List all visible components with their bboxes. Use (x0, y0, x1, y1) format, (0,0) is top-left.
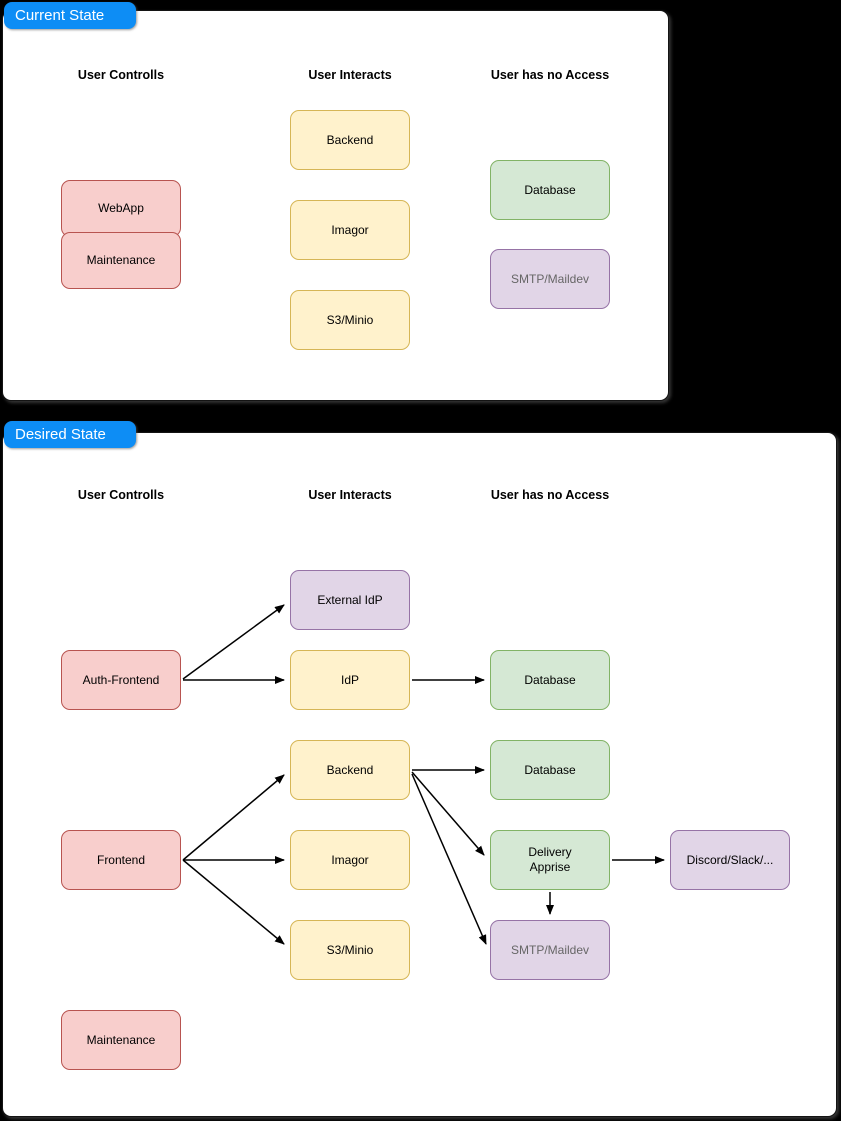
node-desired-external-idp: External IdP (290, 570, 410, 630)
desired-header-user-no-access: User has no Access (490, 488, 610, 502)
node-desired-auth-frontend: Auth-Frontend (61, 650, 181, 710)
node-desired-s3minio: S3/Minio (290, 920, 410, 980)
node-desired-maintenance: Maintenance (61, 1010, 181, 1070)
desired-header-user-interacts: User Interacts (308, 488, 392, 502)
node-desired-idp: IdP (290, 650, 410, 710)
node-desired-backend: Backend (290, 740, 410, 800)
node-desired-imagor: Imagor (290, 830, 410, 890)
desired-state-tab: Desired State (4, 421, 136, 448)
current-header-user-no-access: User has no Access (490, 68, 610, 82)
node-current-backend: Backend (290, 110, 410, 170)
node-current-webapp: WebApp (61, 180, 181, 237)
node-desired-smtp-maildev: SMTP/Maildev (490, 920, 610, 980)
node-desired-database-backend: Database (490, 740, 610, 800)
current-state-tab: Current State (4, 2, 136, 29)
desired-header-user-controlls: User Controlls (77, 488, 165, 502)
node-current-smtp-maildev: SMTP/Maildev (490, 249, 610, 309)
node-desired-delivery-apprise: Delivery Apprise (490, 830, 610, 890)
node-current-database: Database (490, 160, 610, 220)
node-desired-database-idp: Database (490, 650, 610, 710)
node-current-imagor: Imagor (290, 200, 410, 260)
current-header-user-controlls: User Controlls (77, 68, 165, 82)
node-current-maintenance: Maintenance (61, 232, 181, 289)
node-current-s3minio: S3/Minio (290, 290, 410, 350)
current-header-user-interacts: User Interacts (308, 68, 392, 82)
node-desired-discord-slack: Discord/Slack/... (670, 830, 790, 890)
node-desired-frontend: Frontend (61, 830, 181, 890)
